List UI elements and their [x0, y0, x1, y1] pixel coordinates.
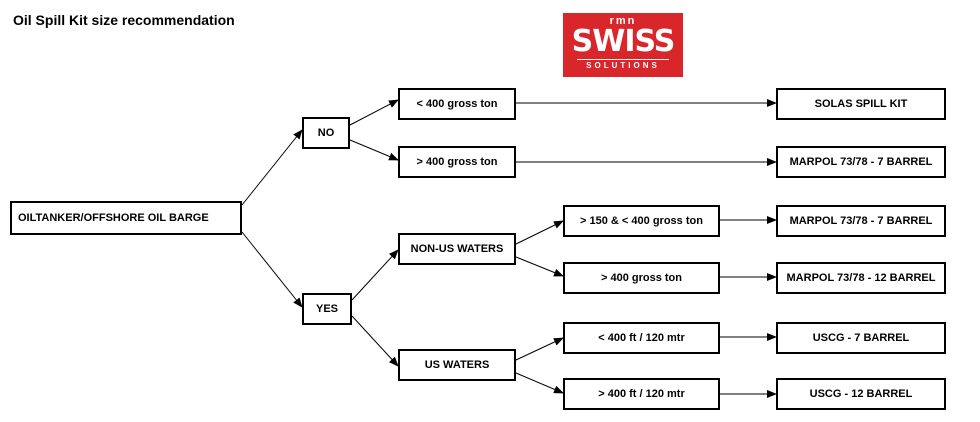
uscg-12-barrel-result: USCG - 12 BARREL	[776, 378, 946, 410]
yes-node: YES	[302, 293, 352, 325]
edge-root-no	[241, 129, 303, 206]
edge-root-yes	[241, 231, 303, 308]
edge-yes-nonus	[351, 249, 399, 301]
edge-no-lt400	[349, 99, 399, 126]
marpol-7-barrel-nonus-result: MARPOL 73/78 - 7 BARREL	[776, 205, 946, 237]
solas-spill-kit-result: SOLAS SPILL KIT	[776, 88, 946, 120]
150-400-gross-ton-node: > 150 & < 400 gross ton	[563, 205, 720, 237]
logo-main-text: SWISS	[571, 24, 676, 59]
gt400-gross-ton-nonus-node: > 400 gross ton	[563, 262, 720, 294]
edge-us-lt400ft	[515, 337, 564, 361]
edge-nonus-gt400	[515, 256, 564, 277]
edge-no-gt400	[349, 139, 399, 161]
logo-sub-text: SOLUTIONS	[577, 59, 669, 72]
edge-yes-us	[351, 315, 399, 367]
marpol-12-barrel-result: MARPOL 73/78 - 12 BARREL	[776, 262, 946, 294]
gt400-gross-ton-node: > 400 gross ton	[398, 146, 516, 178]
non-us-waters-node: NON-US WATERS	[398, 233, 516, 265]
rmn-swiss-logo: rmn SWISS SOLUTIONS	[563, 13, 683, 77]
root-node: OILTANKER/OFFSHORE OIL BARGE	[10, 201, 242, 235]
lt400-gross-ton-node: < 400 gross ton	[398, 88, 516, 120]
lt400-ft-node: < 400 ft / 120 mtr	[563, 322, 720, 354]
edge-us-gt400ft	[515, 372, 564, 394]
uscg-7-barrel-result: USCG - 7 BARREL	[776, 322, 946, 354]
marpol-7-barrel-result: MARPOL 73/78 - 7 BARREL	[776, 146, 946, 178]
logo-top-text: rmn	[609, 15, 637, 27]
no-node: NO	[302, 117, 350, 149]
page-title: Oil Spill Kit size recommendation	[13, 12, 235, 28]
us-waters-node: US WATERS	[398, 349, 516, 381]
edge-nonus-150	[515, 220, 564, 245]
gt400-ft-node: > 400 ft / 120 mtr	[563, 378, 720, 410]
